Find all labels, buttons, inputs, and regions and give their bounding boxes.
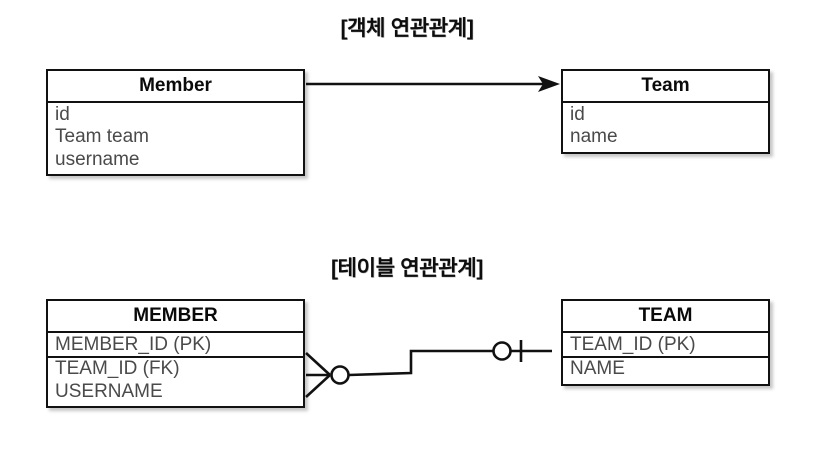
relationship-line <box>348 349 493 377</box>
entity-box-member-object: Member id Team team username <box>46 69 305 177</box>
entity-attr-row: USERNAME <box>55 380 163 402</box>
entity-attr-row-primary-key: TEAM_ID (PK) <box>563 334 768 359</box>
entity-attributes-member-table: MEMBER_ID (PK) TEAM_ID (FK) USERNAME <box>48 333 303 406</box>
entity-attributes-team-table: TEAM_ID (PK) NAME <box>563 333 768 384</box>
crows-foot-many-icon <box>305 352 331 398</box>
entity-header-member-object: Member <box>48 71 303 103</box>
entity-attr-row: id <box>570 104 585 125</box>
entity-attr-row: username <box>55 148 140 170</box>
entity-attr-row: name <box>570 126 618 148</box>
section-title-object-association: [객체 연관관계] <box>340 17 474 40</box>
entity-box-member-table: MEMBER MEMBER_ID (PK) TEAM_ID (FK) USERN… <box>46 299 305 409</box>
arrow-head-icon <box>538 76 560 92</box>
cardinality-zero-circle-icon <box>330 365 350 385</box>
entity-header-team-object: Team <box>563 71 768 103</box>
entity-attributes-team-object: id name <box>563 103 768 152</box>
entity-attr-row: NAME <box>570 358 625 380</box>
entity-attr-row: id <box>55 104 70 125</box>
entity-attr-row: Team team <box>55 126 149 148</box>
entity-box-team-table: TEAM TEAM_ID (PK) NAME <box>561 299 770 386</box>
entity-header-team-table: TEAM <box>563 301 768 333</box>
entity-box-team-object: Team id name <box>561 69 770 154</box>
entity-attr-row-primary-key: MEMBER_ID (PK) <box>48 334 303 359</box>
entity-attributes-member-object: id Team team username <box>48 103 303 174</box>
entity-header-member-table: MEMBER <box>48 301 303 333</box>
cardinality-zero-circle-icon <box>492 341 512 361</box>
entity-attr-row-foreign-key: TEAM_ID (FK) <box>55 358 180 380</box>
section-title-table-association: [테이블 연관관계] <box>330 257 484 280</box>
